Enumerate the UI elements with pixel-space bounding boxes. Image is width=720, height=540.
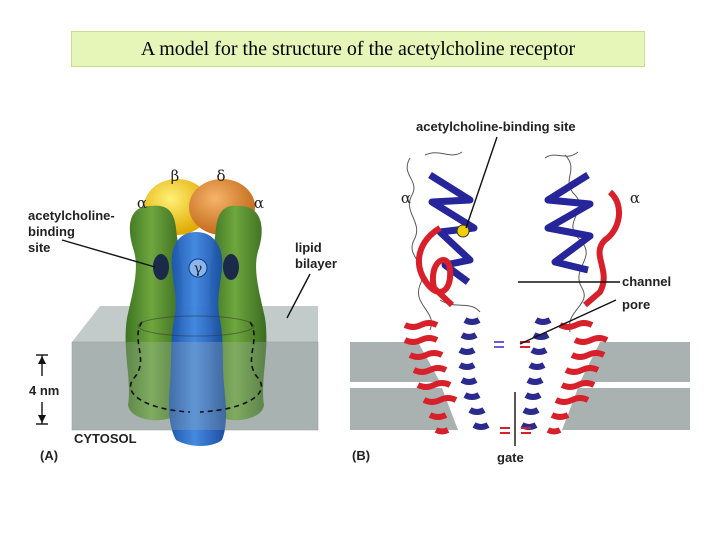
alpha-right-label-b: α	[630, 189, 640, 207]
binding-pocket-right	[223, 254, 239, 280]
right-helices	[520, 317, 609, 435]
alpha-right-label-a: α	[254, 194, 264, 212]
lipid-label-line1: lipid	[295, 240, 322, 255]
panel-a-label: (A)	[40, 448, 58, 463]
beta-label: β	[171, 167, 180, 185]
panel-b: acetylcholine-binding site α α channel p…	[350, 119, 690, 465]
scale-bar-4nm	[36, 354, 48, 425]
gamma-subunit	[168, 232, 226, 446]
binding-site-leader-a	[61, 239, 156, 268]
pore-leader	[519, 299, 617, 345]
gamma-badge	[188, 258, 208, 278]
left-helices	[403, 317, 490, 435]
left-red-ribbon	[415, 225, 455, 308]
alpha-left-label-a: α	[137, 194, 147, 212]
panel-b-label: (B)	[352, 448, 370, 463]
binding-site-label-a-line3: site	[28, 240, 50, 255]
binding-site-label-a-line2: binding	[28, 224, 75, 239]
lipid-label-line2: bilayer	[295, 256, 337, 271]
gate-label: gate	[497, 450, 524, 465]
page-title: A model for the structure of the acetylc…	[140, 37, 576, 60]
delta-label: δ	[216, 167, 225, 185]
panel-a: γ β δ α α acetylcholine- binding site li…	[28, 167, 337, 463]
binding-site-leader-b	[465, 136, 498, 229]
binding-pocket-left	[153, 254, 169, 280]
membrane-bands	[350, 342, 690, 430]
left-binding-ligand	[456, 224, 470, 238]
right-red-ribbon	[583, 189, 622, 308]
right-blue-sheet	[544, 172, 594, 274]
pore-label: pore	[622, 297, 650, 312]
binding-site-label-a-line1: acetylcholine-	[28, 208, 115, 223]
gamma-label: γ	[194, 261, 202, 277]
left-subunit-loops	[406, 151, 481, 331]
alpha-left-label-b: α	[401, 189, 411, 207]
cytosol-label: CYTOSOL	[74, 431, 137, 446]
scale-label: 4 nm	[29, 383, 59, 398]
pore-markers	[494, 341, 531, 434]
lipid-leader	[286, 273, 311, 319]
binding-site-label-b: acetylcholine-binding site	[416, 119, 576, 134]
title-banner: A model for the structure of the acetylc…	[71, 31, 645, 67]
channel-label: channel	[622, 274, 671, 289]
pore-outline	[129, 321, 263, 413]
